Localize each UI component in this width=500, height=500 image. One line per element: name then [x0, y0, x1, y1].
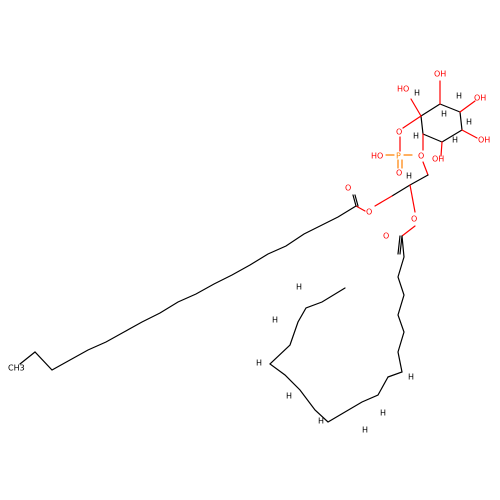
- atom-label: O: [418, 152, 424, 161]
- atom-label: H: [296, 283, 302, 292]
- atom-label: HO: [397, 85, 409, 94]
- bond: [374, 195, 393, 207]
- atom-label: H: [414, 89, 420, 98]
- atom-label: H: [441, 110, 447, 119]
- atom-label: H: [362, 426, 368, 435]
- atom-label: H: [413, 132, 419, 141]
- atom-labels: HO OH OH OH OH H H H H H H O O P HO O H …: [8, 70, 490, 435]
- atom-label: H: [286, 392, 292, 401]
- bond: [440, 141, 443, 157]
- atom-label: H: [406, 172, 412, 181]
- bond: [402, 115, 422, 129]
- atom-label: H: [318, 417, 324, 426]
- atom-label: P: [396, 152, 401, 161]
- bond: [420, 115, 424, 135]
- bond: [459, 111, 463, 131]
- bond: [422, 161, 429, 176]
- atom-label: OH: [432, 155, 444, 164]
- bond: [409, 184, 416, 213]
- atom-label: O: [366, 208, 372, 217]
- atom-label: HO: [371, 152, 383, 161]
- atom-label: H: [256, 359, 262, 368]
- bond: [19, 205, 357, 371]
- bond: [354, 194, 359, 207]
- bond: [355, 205, 366, 212]
- bond: [399, 235, 403, 255]
- phosphate-group: O O P HO O: [371, 128, 424, 178]
- atom-label: OH: [434, 70, 446, 79]
- bond: [269, 287, 389, 423]
- glycerol-esters: H O O O O: [345, 172, 417, 241]
- atom-label: H: [466, 118, 472, 127]
- bond: [420, 103, 441, 117]
- atom-label: O: [396, 169, 402, 178]
- bond: [352, 194, 357, 207]
- atom-label: H: [408, 373, 414, 382]
- atom-label: CH3: [8, 364, 25, 373]
- atom-label: O: [383, 232, 389, 241]
- chain-labels: CH3 H H H H H H H H: [8, 283, 414, 435]
- atom-label: H: [380, 409, 386, 418]
- ring-oxygens: HO OH OH OH OH: [397, 70, 490, 164]
- bonds: [19, 80, 478, 423]
- atom-label: OH: [478, 136, 490, 145]
- bond: [387, 235, 405, 378]
- bond: [461, 129, 478, 139]
- bond: [459, 100, 476, 113]
- bond: [401, 225, 416, 237]
- bond: [397, 235, 401, 255]
- bond: [409, 174, 429, 186]
- atom-label: OH: [474, 94, 486, 103]
- bond: [439, 103, 461, 113]
- atom-label: H: [456, 92, 462, 101]
- bond: [391, 184, 411, 197]
- ring-hydrogens: H H H H H H: [413, 89, 472, 145]
- atom-label: H: [272, 316, 278, 325]
- atom-label: O: [345, 184, 351, 193]
- atom-label: H: [452, 136, 458, 145]
- atom-label: O: [411, 215, 417, 224]
- bond: [410, 98, 422, 117]
- bond: [422, 133, 443, 143]
- bond: [441, 129, 463, 143]
- atom-label: O: [396, 128, 402, 137]
